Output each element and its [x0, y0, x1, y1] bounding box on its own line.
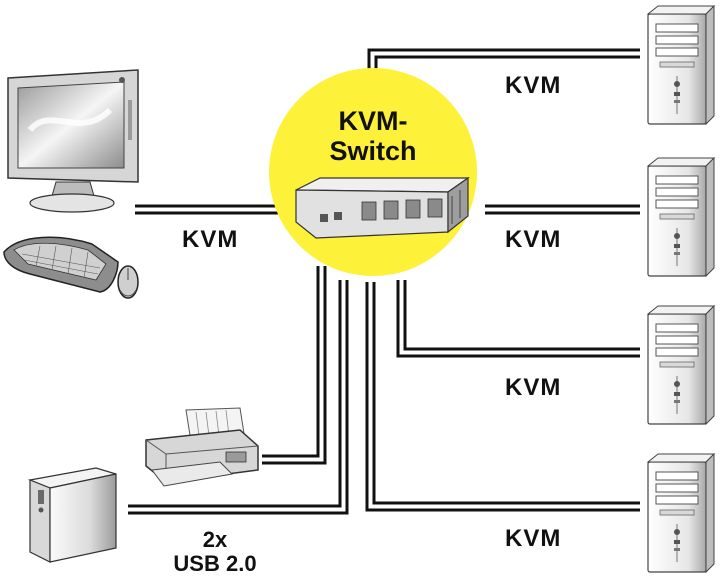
- kvm-switch-box-icon: [295, 176, 470, 239]
- monitor-icon: [7, 69, 139, 213]
- pc3-kvm-label: KVM: [505, 374, 562, 401]
- pc-tower-icon: [647, 5, 715, 125]
- printer-icon: [145, 407, 259, 487]
- switch-title-line1: KVM-: [338, 106, 408, 136]
- external-drive-icon: [27, 467, 117, 563]
- pc-tower-icon: [647, 453, 715, 573]
- usb-type: USB 2.0: [173, 551, 257, 576]
- pc4-kvm-label: KVM: [505, 525, 562, 552]
- switch-highlight: [269, 68, 477, 276]
- usb-label: 2x USB 2.0: [150, 528, 280, 576]
- cable-lines: [128, 48, 640, 515]
- console-kvm-label: KVM: [182, 226, 239, 253]
- usb-count: 2x: [202, 527, 228, 552]
- switch-title: KVM- Switch: [273, 106, 473, 166]
- pc-tower-icon: [647, 157, 715, 277]
- keyboard-icon: [3, 236, 119, 293]
- pc-tower-icon: [647, 305, 715, 425]
- pc1-kvm-label: KVM: [505, 72, 562, 99]
- switch-title-line2: Switch: [329, 136, 417, 166]
- mouse-icon: [117, 265, 139, 299]
- pc2-kvm-label: KVM: [505, 226, 562, 253]
